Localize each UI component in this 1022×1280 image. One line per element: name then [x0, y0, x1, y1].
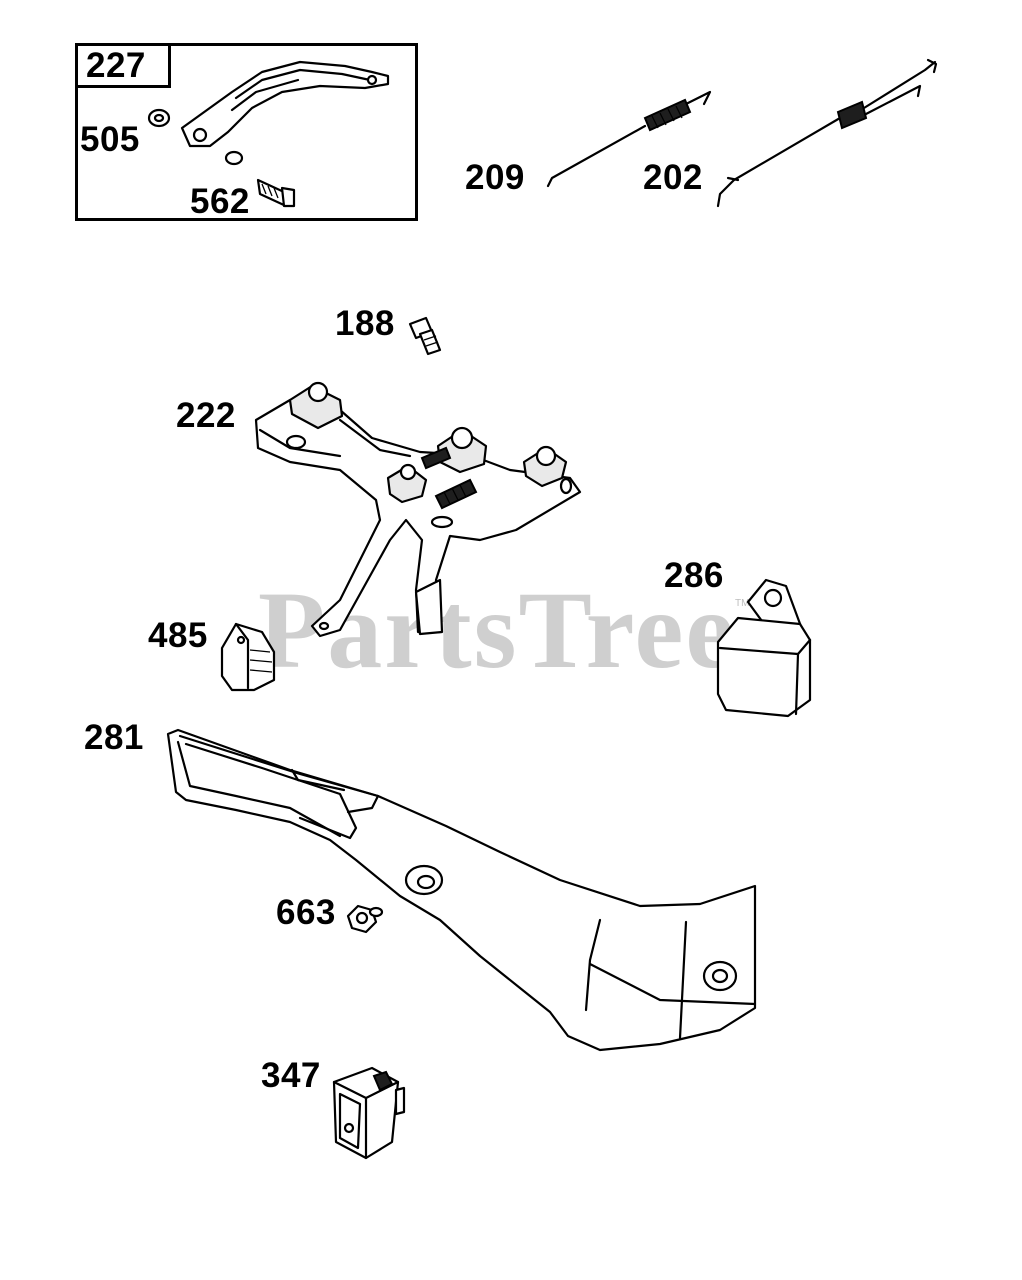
callout-485[interactable]: 485	[148, 616, 208, 655]
callout-347[interactable]: 347	[261, 1056, 321, 1095]
inset-tag-227	[75, 43, 171, 88]
part-347-rocker-switch[interactable]	[332, 1066, 406, 1160]
callout-505[interactable]: 505	[80, 120, 140, 159]
part-188-screw[interactable]	[408, 316, 442, 356]
callout-227[interactable]: 227	[86, 46, 146, 85]
part-222-control-bracket[interactable]	[254, 381, 582, 638]
callout-286[interactable]: 286	[664, 556, 724, 595]
part-202-governor-link[interactable]	[716, 58, 938, 208]
callout-222[interactable]: 222	[176, 396, 236, 435]
callout-188[interactable]: 188	[335, 304, 395, 343]
watermark-trademark: TM	[735, 598, 750, 609]
callout-202[interactable]: 202	[643, 158, 703, 197]
part-227-lever[interactable]	[180, 60, 390, 148]
part-505-nut[interactable]	[147, 108, 171, 128]
part-562-bolt[interactable]	[224, 150, 296, 208]
callout-209[interactable]: 209	[465, 158, 525, 197]
part-663-nut[interactable]	[346, 904, 384, 934]
part-281-panel[interactable]	[166, 728, 757, 1052]
part-209-spring-link[interactable]	[546, 90, 712, 188]
callout-562[interactable]: 562	[190, 182, 250, 221]
part-286-bracket[interactable]	[716, 578, 812, 718]
inset-frame-227	[75, 43, 418, 221]
callout-281[interactable]: 281	[84, 718, 144, 757]
callout-663[interactable]: 663	[276, 893, 336, 932]
part-485-cap[interactable]	[220, 622, 276, 692]
